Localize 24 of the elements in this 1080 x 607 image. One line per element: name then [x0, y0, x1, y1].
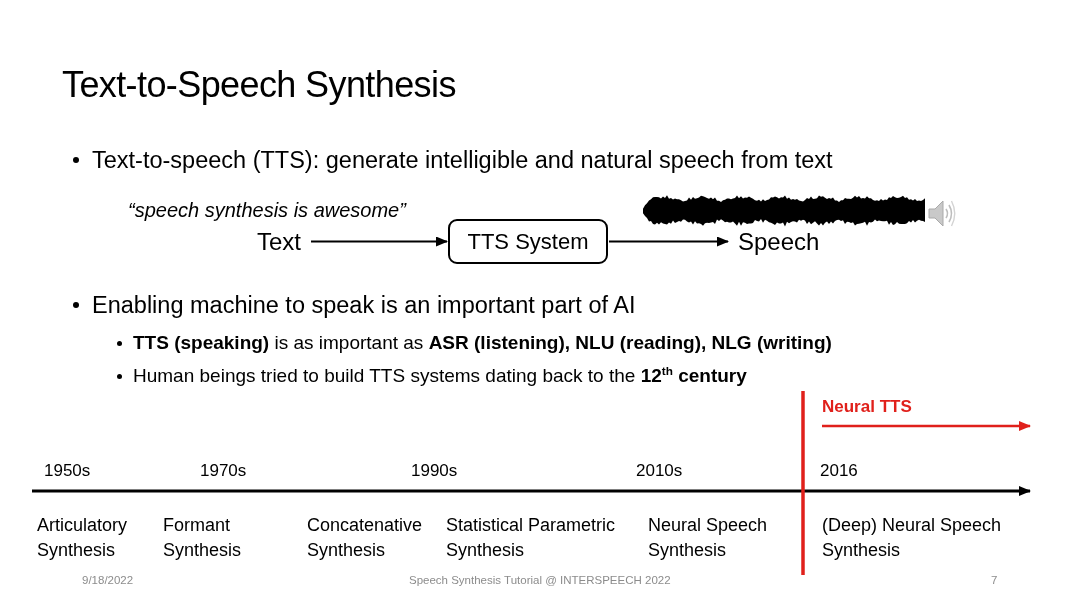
year-label: 1950s	[44, 460, 91, 482]
sub-bullet-text: Human beings tried to build TTS systems dating back to the 12$^{th}$ century	[116, 364, 747, 387]
era-label: (Deep) Neural Speech Synthesis	[822, 514, 1003, 562]
year-label: 2016	[820, 460, 858, 482]
year-label: 1970s	[200, 460, 247, 482]
bullet-text: Text-to-speech (TTS): generate intelligible and natural speech from text	[72, 146, 833, 174]
sub-bullet-text: TTS (speaking) is as important as ASR (listening), NLU (reading), NLG (writing)	[116, 331, 832, 354]
era-label: Neural Speech Synthesis	[648, 514, 769, 562]
output-text-label: Speech	[738, 228, 820, 256]
year-label: 1990s	[411, 460, 458, 482]
quote-text: “speech synthesis is awesome”	[128, 198, 406, 222]
process-box: TTS System	[448, 219, 608, 264]
era-label: Formant Synthesis	[163, 514, 243, 562]
era-label: Concatenative Synthesis	[307, 514, 424, 562]
input-text-label: Text	[257, 228, 301, 256]
era-label: Statistical Parametric Synthesis	[446, 514, 617, 562]
era-heading: Neural TTS	[822, 396, 912, 418]
footer-date: 9/18/2022	[82, 573, 134, 587]
page-number: 7	[991, 573, 998, 587]
footer-text: Speech Synthesis Tutorial @ INTERSPEECH 2022	[409, 573, 671, 587]
slide-title: Text-to-Speech Synthesis	[62, 64, 456, 106]
era-label: Articulatory Synthesis	[37, 514, 129, 562]
bullet-text: Enabling machine to speak is an important part of AI	[72, 291, 636, 319]
year-label: 2010s	[636, 460, 683, 482]
